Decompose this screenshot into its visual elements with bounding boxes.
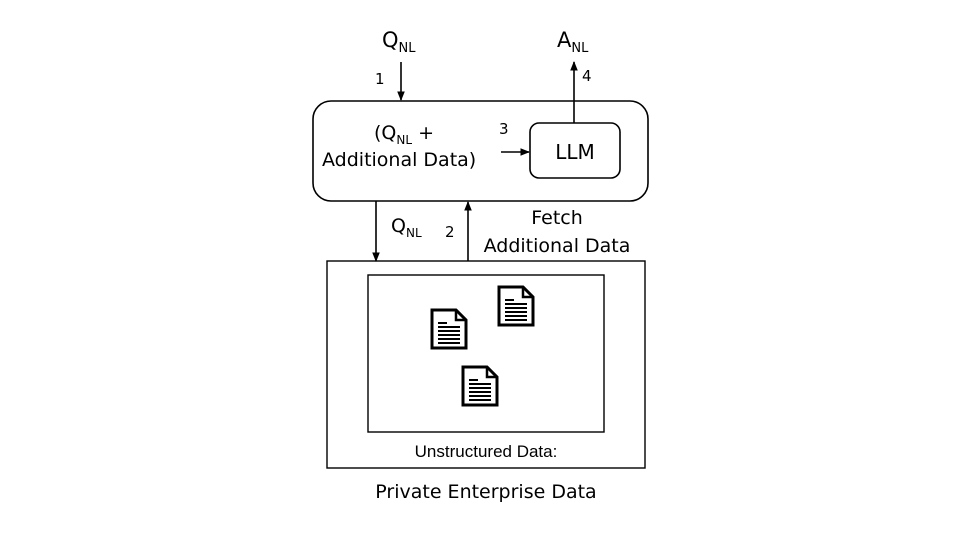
output-answer-label: ANL (557, 28, 589, 56)
unstructured-data-box (367, 274, 605, 433)
llm-label: LLM (555, 140, 595, 164)
fetch-label-line1: Fetch (531, 207, 583, 229)
fetch-label-line2: Additional Data (484, 235, 631, 257)
document-icon (461, 365, 499, 407)
input-query-label: QNL (382, 28, 416, 56)
process-box-line1: (QNL + (374, 122, 434, 147)
process-box-line2: Additional Data) (322, 149, 476, 171)
step3-number: 3 (499, 120, 509, 138)
unstructured-data-label: Unstructured Data: (415, 442, 558, 461)
process-box (312, 100, 649, 202)
document-icon (430, 308, 468, 350)
document-icon (497, 285, 535, 327)
query-down-label: QNL (391, 215, 422, 240)
step2-number: 2 (445, 223, 455, 241)
llm-box (529, 122, 621, 179)
step1-number: 1 (375, 70, 385, 88)
step4-number: 4 (582, 67, 592, 85)
data-store-box (326, 260, 646, 469)
data-store-caption: Private Enterprise Data (375, 481, 596, 503)
